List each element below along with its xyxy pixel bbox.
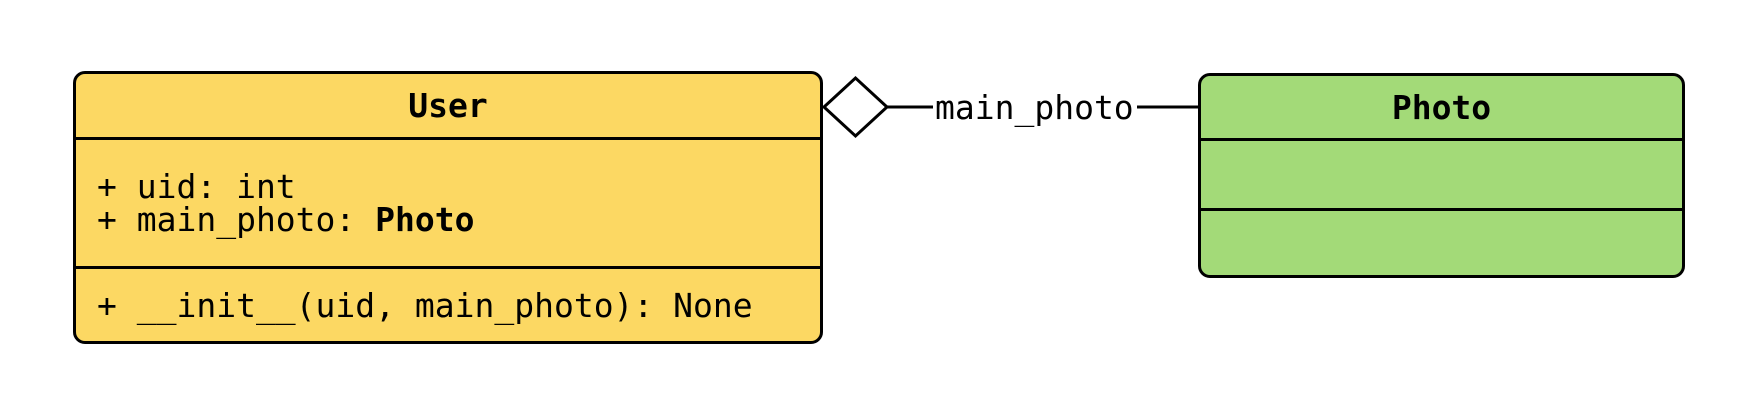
attribute-uid: + uid: int xyxy=(97,167,296,206)
attribute-line: + main_photo: Photo xyxy=(97,203,820,236)
class-photo-methods xyxy=(1201,211,1682,275)
class-user-attributes: + uid: int + main_photo: Photo xyxy=(76,140,820,269)
aggregation-connector xyxy=(821,75,1198,139)
relationship-label: main_photo xyxy=(935,88,1134,127)
class-photo-title: Photo xyxy=(1201,76,1682,141)
aggregation-diamond-icon xyxy=(821,75,890,139)
method-init: + __init__(uid, main_photo): None xyxy=(97,285,753,325)
method-line: + __init__(uid, main_photo): None xyxy=(97,289,820,322)
class-user-title: User xyxy=(76,74,820,140)
class-photo: Photo xyxy=(1198,73,1685,278)
class-user: User + uid: int + main_photo: Photo + __… xyxy=(73,71,823,344)
attribute-line: + uid: int xyxy=(97,170,820,203)
attribute-main-photo: + main_photo: xyxy=(97,200,376,239)
attribute-main-photo-type: Photo xyxy=(375,200,475,239)
class-user-methods: + __init__(uid, main_photo): None xyxy=(76,269,820,341)
class-photo-attributes xyxy=(1201,141,1682,211)
